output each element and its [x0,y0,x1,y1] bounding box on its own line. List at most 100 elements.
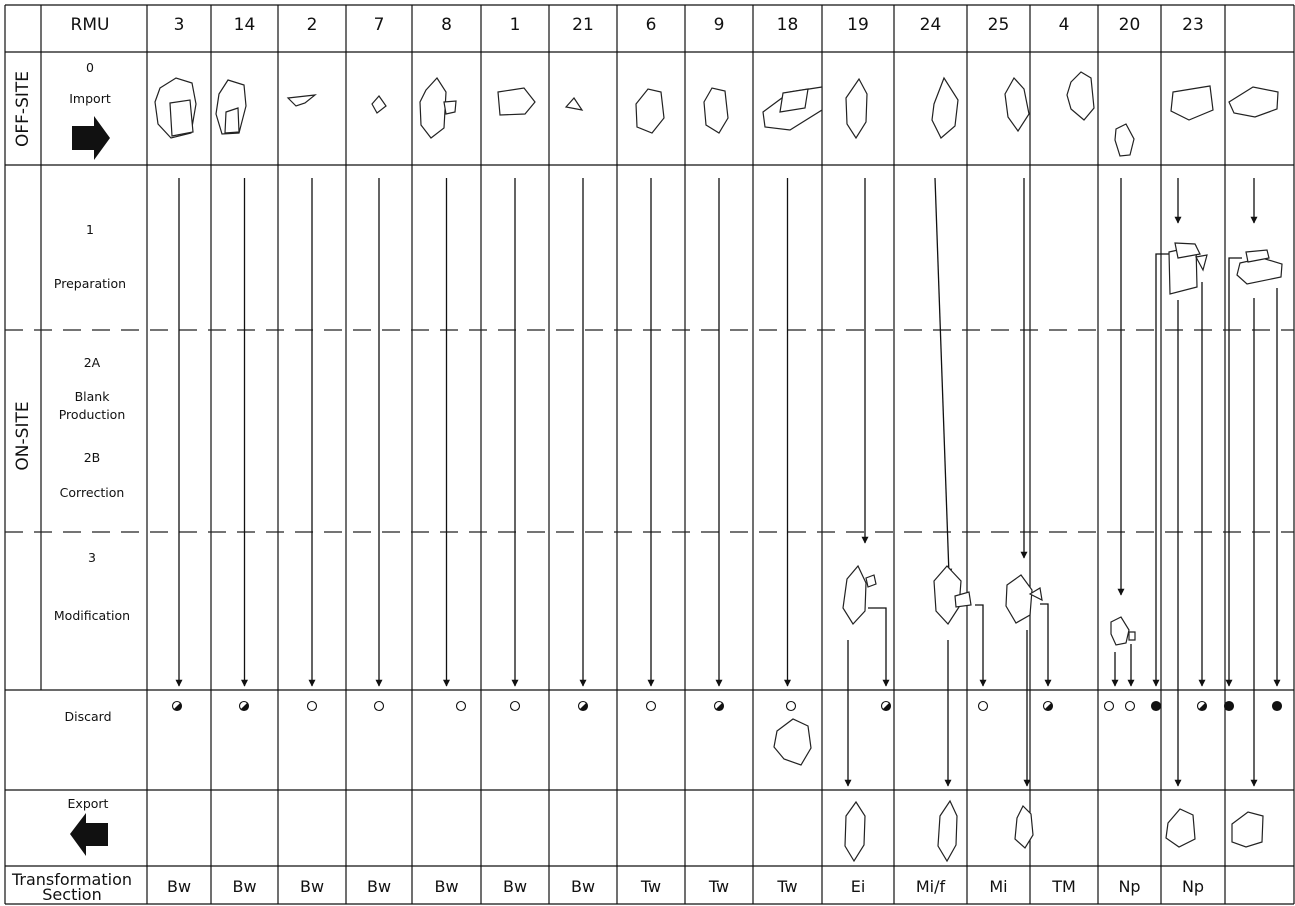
transformation-value: Bw [503,877,527,896]
stone-tool-icon [1171,86,1213,120]
transformation-value: Np [1182,877,1204,896]
stone-tool-icon [1006,575,1032,623]
rmu-column-header: 14 [234,15,256,35]
stone-tool-icon [1115,124,1134,156]
stone-tool-icon [780,89,808,112]
stage-correction-label: Correction [60,485,125,500]
stage-correction-number: 2B [84,450,101,465]
on-site-label: ON-SITE [13,401,33,470]
rmu-column-header: 1 [510,15,521,35]
off-site-label: OFF-SITE [13,71,33,147]
stage-discard-label: Discard [65,709,112,724]
stage-import-label: Import [69,91,111,106]
stage-blank-number: 2A [84,355,101,370]
transformation-value: Mi [989,877,1007,896]
stone-tool-icon [444,101,456,114]
flow-arrows [179,178,1277,786]
stone-tool-icon [288,95,315,106]
right-arrow-icon [72,116,110,160]
transformation-value: TM [1051,877,1076,896]
discard-symbol-open [979,702,988,711]
flow-arrow [975,605,983,686]
stone-tool-icon [1166,809,1195,847]
stone-tool-icon [932,78,958,138]
transformation-value: Tw [776,877,797,896]
discard-symbol-filled [1152,702,1161,711]
stone-tool-icon [774,719,811,765]
stone-tool-icon [372,96,386,113]
flow-arrow [1040,604,1048,686]
stone-tool-icon [1129,632,1135,640]
stone-tool-icon [845,802,865,861]
stone-tool-icon [1111,617,1129,645]
rmu-column-header: 20 [1119,15,1141,35]
stone-tool-icon [1196,255,1207,270]
flow-arrow [1156,254,1172,686]
stone-tool-icon [170,100,193,136]
rmu-column-header: 24 [920,15,942,35]
stone-tool-icon [846,79,867,138]
stage-preparation-number: 1 [86,222,94,237]
rmu-column-header: 21 [572,15,594,35]
rmu-column-header: 8 [441,15,452,35]
left-arrow-icon [70,813,108,856]
discard-symbol-filled [1273,702,1282,711]
rmu-column-header: 6 [646,15,657,35]
transformation-value: Tw [640,877,661,896]
transformation-value: Mi/f [916,877,946,896]
discard-symbols [173,702,1282,713]
stone-tool-icon [843,566,866,624]
discard-symbol-open [647,702,656,711]
rmu-column-header: 7 [374,15,385,35]
stage-export-label: Export [68,796,109,811]
transformation-value: Np [1118,877,1140,896]
stage-blank-label-1: Blank [75,389,111,404]
table-grid [5,5,1294,904]
stone-tool-icon [1229,87,1278,117]
discard-symbol-open [457,702,466,711]
transformation-value: Bw [571,877,595,896]
discard-symbol-open [787,702,796,711]
discard-symbol-open [511,702,520,711]
stone-tool-icon [1232,812,1263,847]
discard-symbol-open [375,702,384,711]
discard-symbol-open [308,702,317,711]
transformation-section-label-2: Section [42,885,101,904]
discard-symbol-filled [1225,702,1234,711]
stage-import-number: 0 [86,60,94,75]
rmu-column-header: 2 [307,15,318,35]
transformation-value: Bw [232,877,256,896]
stage-blank-label-2: Production [59,407,126,422]
stone-tool-icon [1237,258,1282,284]
stone-tool-icon [636,89,664,133]
rmu-column-header: 25 [988,15,1010,35]
transformation-value: Bw [300,877,324,896]
stone-tool-icon [1005,78,1029,131]
stage-modification-label: Modification [54,608,130,623]
transformation-value: Tw [708,877,729,896]
stone-tool-icon [420,78,446,138]
stone-tool-icon [566,98,582,110]
rmu-column-header: 9 [714,15,725,35]
transformation-value: Bw [434,877,458,896]
flow-arrow [868,608,886,686]
rmu-column-header: 4 [1059,15,1070,35]
stone-tool-icon [498,88,535,115]
stone-tool-icon [938,801,957,861]
transformation-value: Bw [367,877,391,896]
discard-symbol-open [1126,702,1135,711]
flow-arrow [935,178,949,575]
stone-tool-icon [704,88,728,133]
rmu-column-header: 19 [847,15,869,35]
stage-modification-number: 3 [88,550,96,565]
rmu-column-header: 23 [1182,15,1204,35]
transformation-value: Ei [851,877,866,896]
stage-preparation-label: Preparation [54,276,126,291]
stone-tool-icon [1067,72,1094,120]
rmu-column-header: 3 [174,15,185,35]
flow-arrow [1229,258,1242,686]
discard-symbol-open [1105,702,1114,711]
stone-tool-icon [225,108,239,133]
